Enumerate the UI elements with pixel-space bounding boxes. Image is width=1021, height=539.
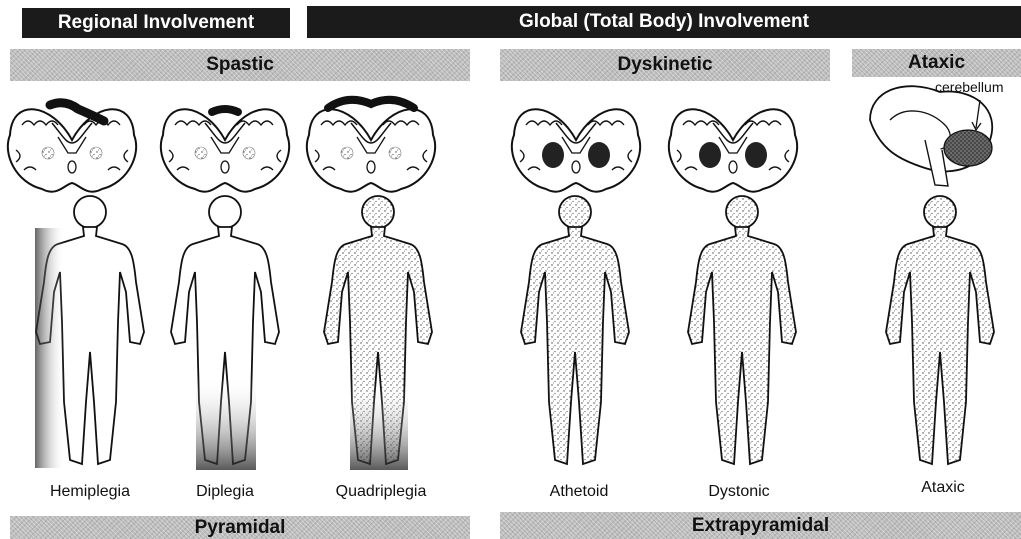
basal-ganglia-mark-dystonic-left: [699, 142, 721, 168]
basal-ganglia-mark-dystonic-right: [745, 142, 767, 168]
shading-diplegia: [196, 300, 256, 470]
label-quadriplegia: Quadriplegia: [306, 483, 456, 501]
sagittal-brain-ataxic: [870, 86, 992, 186]
figure-ataxic: [886, 196, 994, 464]
basal-ganglia-mark-athetoid-left: [542, 142, 564, 168]
brain-section-dystonic: [669, 109, 797, 191]
brain-section-quadriplegia: [307, 109, 435, 191]
label-ataxic: Ataxic: [868, 479, 1018, 497]
brain-section-athetoid: [512, 109, 640, 191]
brain-section-diplegia: [161, 109, 289, 191]
figure-dystonic: [688, 196, 796, 464]
brain-section-hemiplegia: [8, 109, 136, 191]
lesion-mark-hemiplegia: [50, 103, 104, 121]
basal-ganglia-mark-athetoid-right: [588, 142, 610, 168]
label-hemiplegia: Hemiplegia: [15, 483, 165, 501]
cerebellum-label: cerebellum: [935, 79, 1003, 95]
lesion-mark-quadriplegia: [328, 100, 414, 108]
figure-athetoid: [521, 196, 629, 464]
shading-quadriplegia: [350, 310, 408, 470]
label-dystonic: Dystonic: [664, 483, 814, 501]
shading-hemiplegia: [35, 228, 95, 468]
lesion-mark-diplegia: [212, 109, 238, 112]
label-athetoid: Athetoid: [504, 483, 654, 501]
label-diplegia: Diplegia: [150, 483, 300, 501]
